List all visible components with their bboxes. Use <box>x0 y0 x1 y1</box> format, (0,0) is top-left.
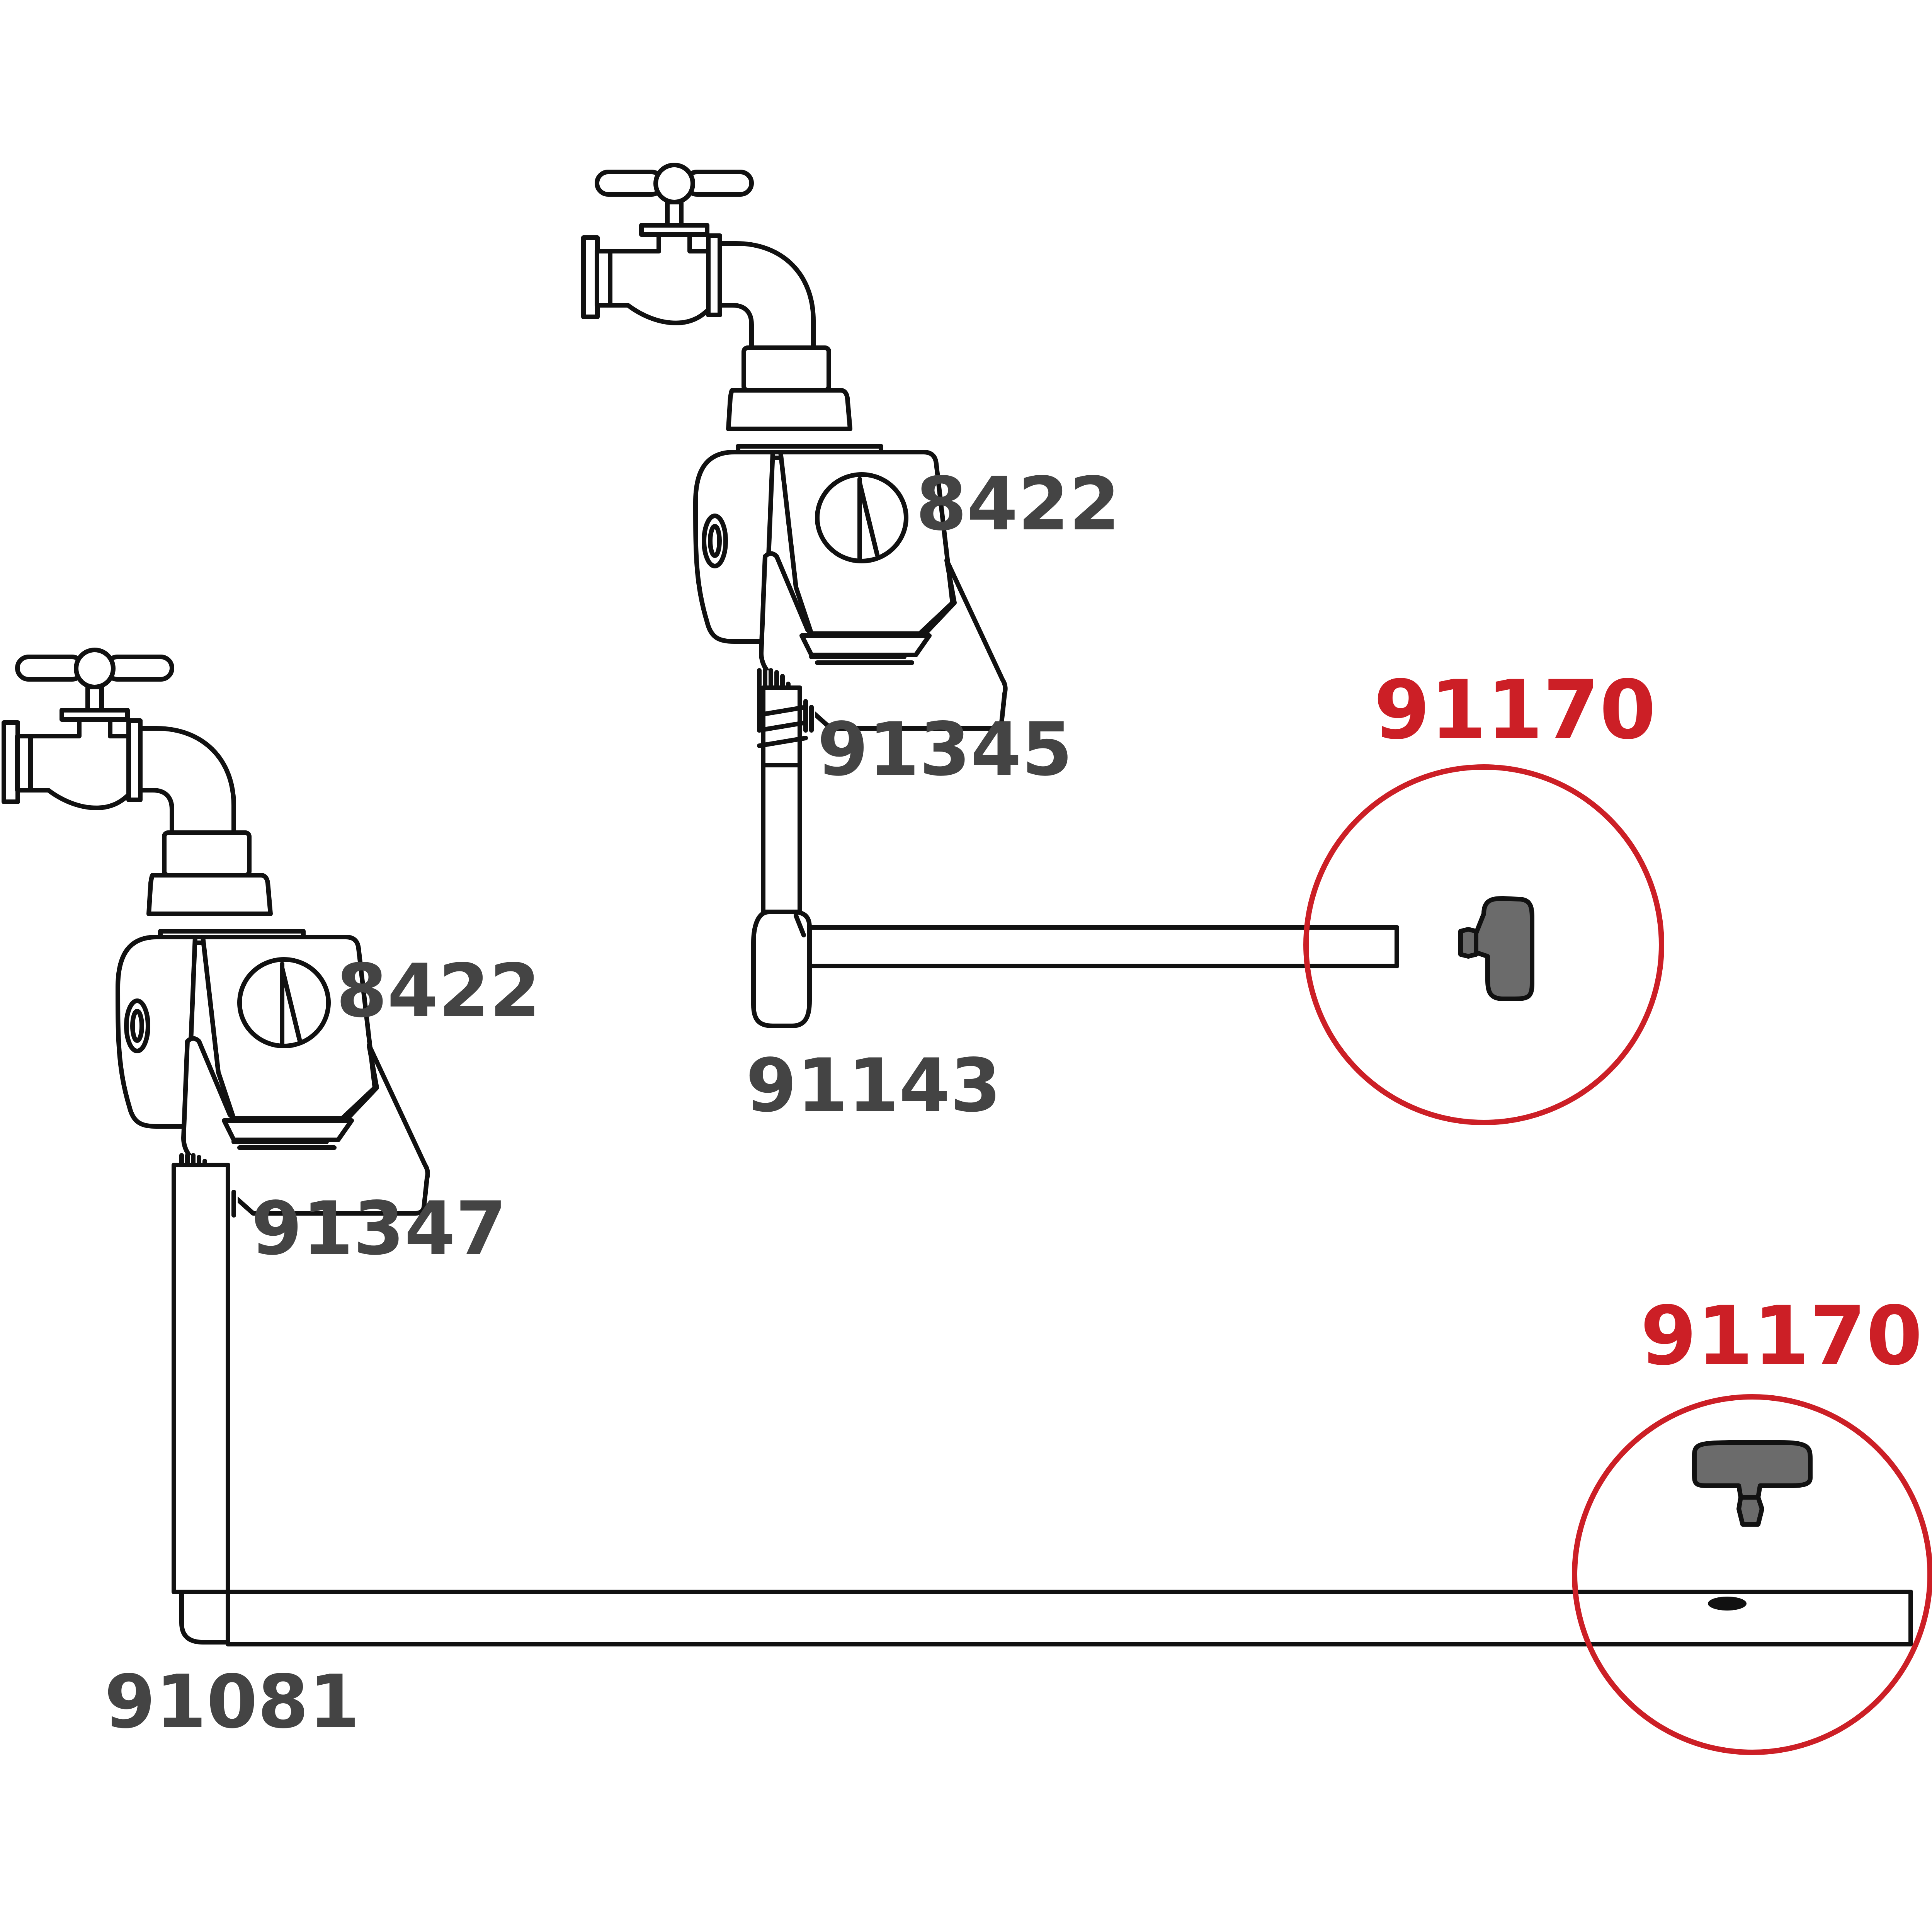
plug-lower <box>1694 1442 1810 1524</box>
plug-upper <box>1461 898 1532 999</box>
callout-circle-lower <box>1572 1394 1932 1755</box>
label-end-fitting-bottom: 91081 <box>104 1659 360 1745</box>
label-timer-bottom: 8422 <box>336 948 541 1034</box>
label-callout-bottom: 91170 <box>1640 1289 1923 1383</box>
label-timer-top: 8422 <box>916 461 1120 547</box>
connector-lower <box>172 1163 230 1594</box>
garden-tap-lower <box>4 650 270 914</box>
label-connector-top: 91345 <box>817 707 1073 792</box>
upper-assembly <box>583 165 1664 1125</box>
horizontal-hose-lower <box>226 1590 1913 1646</box>
end-fitting-upper <box>751 910 812 1028</box>
garden-tap-upper <box>583 165 850 429</box>
label-end-fitting-top: 91143 <box>746 1043 1001 1128</box>
label-callout-top: 91170 <box>1374 663 1656 757</box>
hose-hole <box>1708 1597 1747 1611</box>
vertical-hose-upper <box>761 763 802 914</box>
end-fitting-lower <box>179 1590 230 1645</box>
label-connector-bottom: 91347 <box>251 1186 507 1271</box>
horizontal-hose-upper <box>807 925 1399 968</box>
lower-assembly <box>4 650 1932 1755</box>
callout-circle-upper <box>1303 764 1664 1125</box>
